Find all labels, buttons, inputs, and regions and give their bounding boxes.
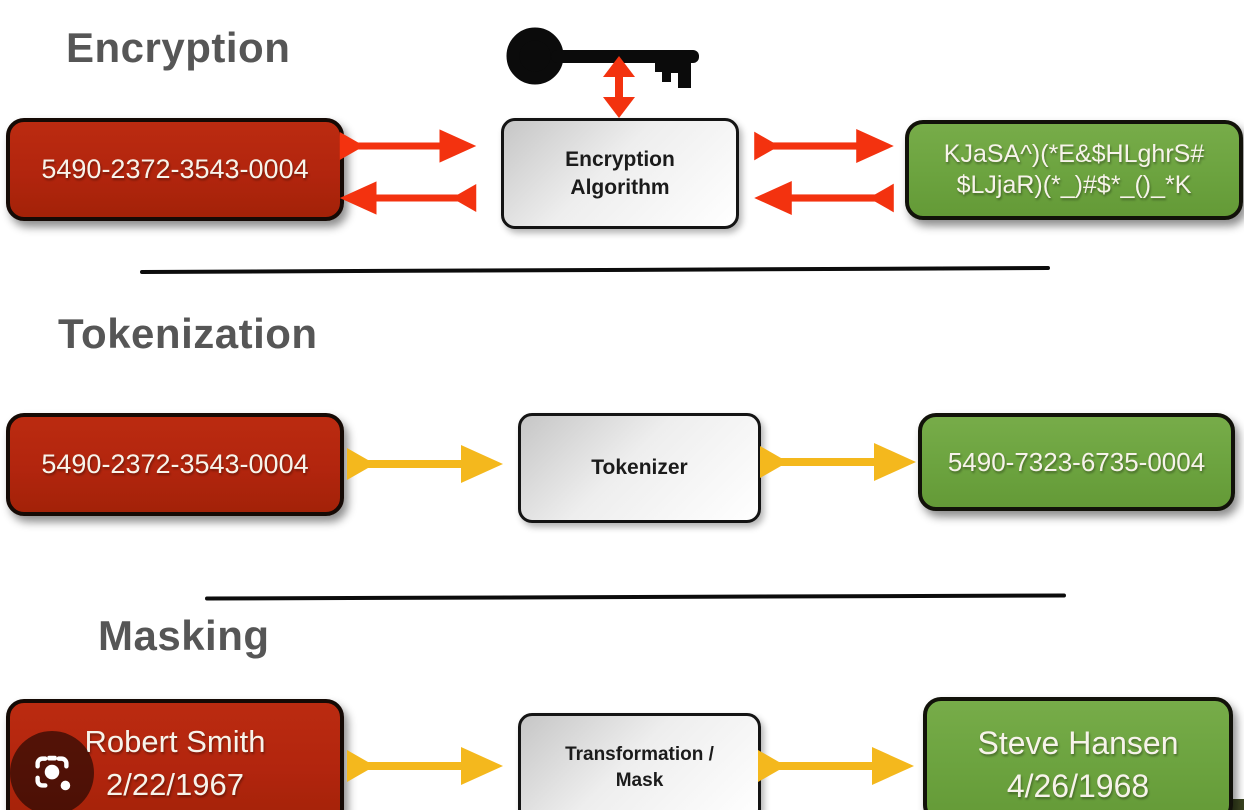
tokenizer-box: Tokenizer (518, 413, 761, 523)
arrow-right-icon (758, 747, 914, 785)
ciphertext-line2: $LJjaR)(*_)#$*_()_*K (956, 171, 1192, 199)
google-lens-button[interactable] (10, 731, 94, 810)
arrow-right-icon (754, 129, 894, 163)
encryption-section-title: Encryption (66, 24, 291, 71)
encryption-ciphertext-card: KJaSA^)(*E&$HLghrS# $LJjaR)(*_)#$*_()_*K (905, 120, 1243, 220)
card-number-text: 5490-2372-3543-0004 (41, 449, 309, 479)
ciphertext-line1: KJaSA^)(*E&$HLghrS# (943, 140, 1205, 168)
processor-label-line2: Mask (615, 770, 664, 791)
section-divider (204, 593, 1067, 601)
masked-dob-text: 4/26/1968 (1006, 768, 1150, 804)
arrow-right-icon (347, 445, 503, 483)
arrow-left-icon (754, 181, 894, 215)
masking-masked-card: Steve Hansen 4/26/1968 (923, 697, 1233, 810)
key-icon (506, 27, 699, 88)
key-exchange-double-arrow-icon (603, 56, 635, 118)
google-lens-camera-icon (35, 755, 71, 791)
arrow-right-icon (760, 443, 916, 481)
transformation-mask-box: Transformation / Mask (518, 713, 761, 810)
processor-label-line2: Algorithm (570, 175, 670, 199)
person-name-text: Robert Smith (84, 724, 266, 759)
tokenization-token-card: 5490-7323-6735-0004 (918, 413, 1235, 511)
encryption-algorithm-box: Encryption Algorithm (501, 118, 739, 229)
arrow-left-icon (339, 181, 477, 215)
masked-name-text: Steve Hansen (977, 725, 1179, 761)
tokenization-section-title: Tokenization (58, 310, 318, 357)
token-number-text: 5490-7323-6735-0004 (947, 446, 1206, 477)
processor-label: Tokenizer (591, 456, 688, 479)
masking-section-title: Masking (98, 612, 270, 659)
card-number-text: 5490-2372-3543-0004 (41, 154, 309, 184)
encryption-plaintext-card: 5490-2372-3543-0004 (6, 118, 344, 221)
person-dob-text: 2/22/1967 (106, 767, 244, 802)
section-divider (139, 266, 1051, 274)
tokenization-plaintext-card: 5490-2372-3543-0004 (6, 413, 344, 516)
arrow-right-icon (339, 129, 477, 163)
arrow-right-icon (347, 747, 503, 785)
processor-label-line1: Transformation / (565, 744, 714, 765)
processor-label-line1: Encryption (565, 147, 675, 171)
